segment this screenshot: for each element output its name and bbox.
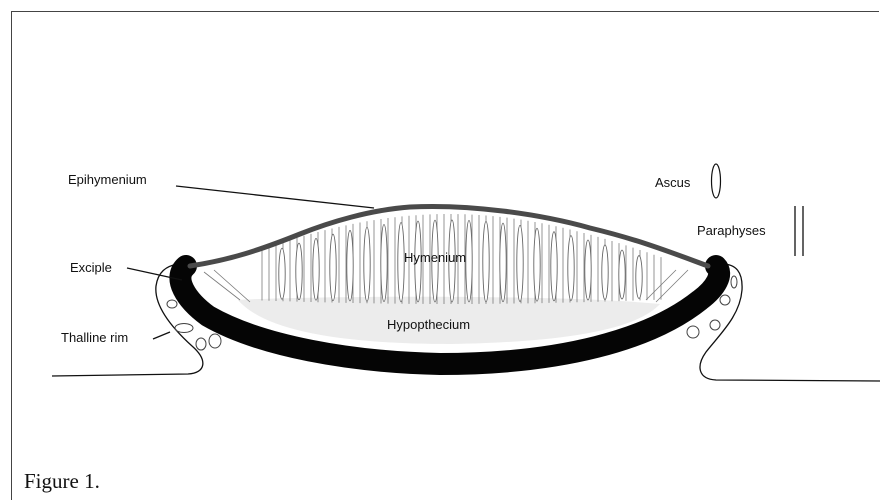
hypothecium-label: Hypopthecium (387, 317, 470, 332)
exciple-label: Exciple (70, 260, 112, 275)
ascus (296, 243, 302, 300)
ascus-label: Ascus (655, 175, 691, 190)
ascus (551, 232, 557, 301)
ascus (636, 256, 642, 299)
ascus (619, 250, 625, 299)
ascus (534, 228, 540, 301)
paraphyses-symbol (795, 206, 803, 256)
ascus (347, 230, 353, 300)
ascus (568, 236, 574, 301)
paraphysis-line (214, 270, 250, 302)
ascus (483, 222, 489, 302)
paraphyses-label: Paraphyses (697, 223, 766, 238)
ascus (313, 238, 319, 300)
ascus (585, 240, 591, 300)
epihymenium-leader (176, 186, 374, 208)
ascus-symbol (712, 164, 721, 198)
ascus (500, 223, 506, 301)
ascus (364, 227, 370, 301)
paraphysis-line (204, 272, 240, 300)
figure-caption: Figure 1. (24, 469, 100, 494)
ascus (381, 225, 387, 302)
ascus (466, 220, 472, 302)
ascus (517, 225, 523, 301)
epihymenium-label: Epihymenium (68, 172, 147, 187)
ascus (602, 245, 608, 300)
thalline-rim-label: Thalline rim (61, 330, 128, 345)
thalline-rim-leader (153, 332, 170, 339)
ascus (279, 248, 285, 299)
hymenium-label: Hymenium (404, 250, 466, 265)
ascus (330, 234, 336, 300)
